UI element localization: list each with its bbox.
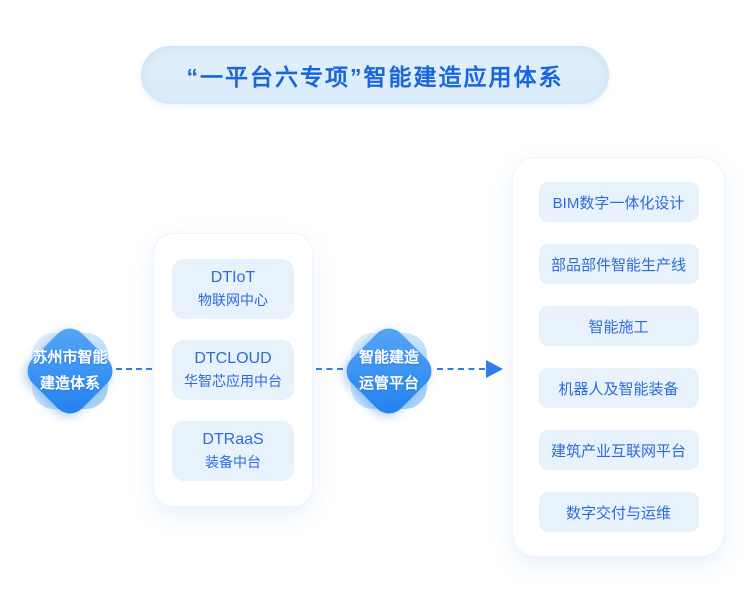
node-label-line1: 智能建造 (358, 349, 419, 366)
app-item-bim-design: BIM数字一体化设计 (538, 182, 699, 222)
node-suzhou-system: 苏州市智能 建造体系 (20, 321, 120, 421)
applications-panel: BIM数字一体化设计 部品部件智能生产线 智能施工 机器人及智能装备 建筑产业互… (512, 157, 725, 557)
platform-item-dtiot: DTIoT 物联网中心 (172, 259, 294, 319)
app-item-production-line: 部品部件智能生产线 (538, 244, 699, 284)
node-label-line2: 运管平台 (358, 375, 419, 392)
platform-item-dtraas: DTRaaS 装备中台 (172, 421, 294, 481)
dashed-connector-middle (316, 368, 343, 370)
platform-item-en: DTRaaS (202, 430, 264, 448)
dashed-connector-left (116, 368, 152, 370)
node-label-line2: 建造体系 (39, 375, 100, 392)
platform-item-zh: 装备中台 (205, 453, 261, 470)
dashed-connector-right (437, 368, 485, 370)
platform-item-dtcloud: DTCLOUD 华智芯应用中台 (172, 340, 294, 400)
platform-item-en: DTIoT (210, 268, 256, 286)
node-label: 智能建造 运管平台 (343, 325, 435, 417)
arrow-right-icon (486, 360, 503, 378)
page-title: “一平台六专项”智能建造应用体系 (186, 64, 564, 90)
node-label-line1: 苏州市智能 (32, 349, 108, 366)
platform-item-zh: 华智芯应用中台 (184, 372, 282, 389)
app-item-robots-equipment: 机器人及智能装备 (538, 368, 699, 408)
title-banner: “一平台六专项”智能建造应用体系 (141, 46, 609, 104)
app-item-industry-internet: 建筑产业互联网平台 (538, 430, 699, 470)
platform-card: DTIoT 物联网中心 DTCLOUD 华智芯应用中台 DTRaaS 装备中台 (153, 233, 313, 507)
app-item-digital-delivery: 数字交付与运维 (538, 492, 699, 532)
app-item-smart-construction: 智能施工 (538, 306, 699, 346)
platform-item-en: DTCLOUD (194, 349, 272, 367)
platform-item-zh: 物联网中心 (198, 291, 268, 308)
node-operation-platform: 智能建造 运管平台 (339, 321, 439, 421)
node-label: 苏州市智能 建造体系 (24, 325, 116, 417)
